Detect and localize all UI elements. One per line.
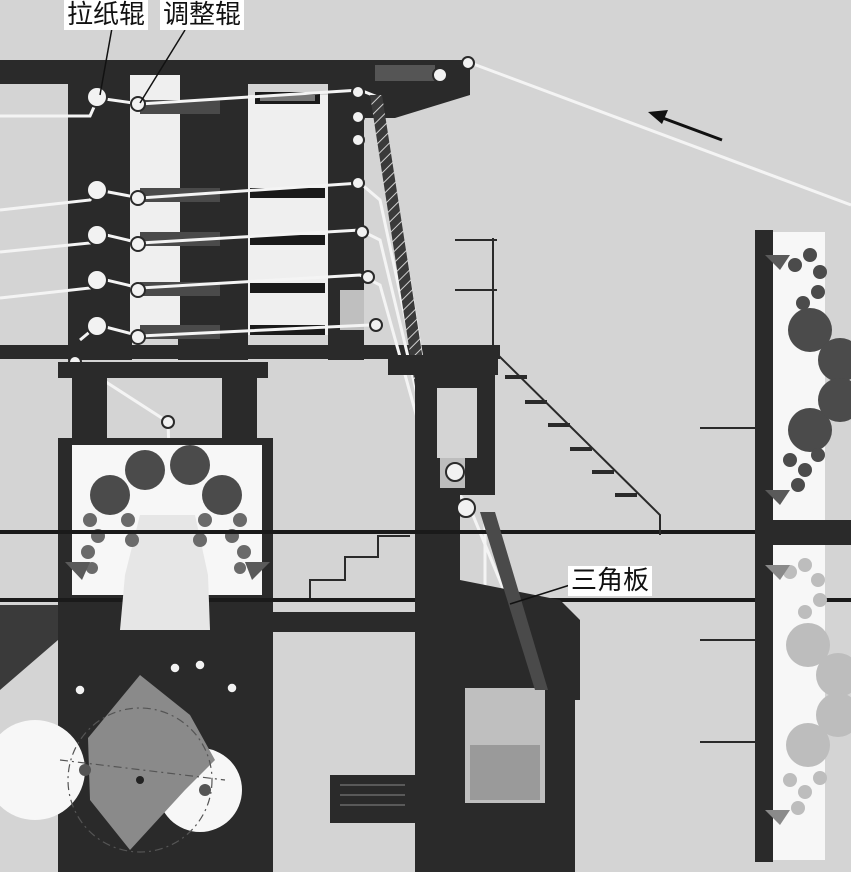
staircase-upper <box>497 354 661 535</box>
folder-rollers <box>445 462 476 518</box>
leader-lines <box>99 27 571 605</box>
label-triangle-board: 三角板 <box>568 566 653 596</box>
right-cylinders-dark <box>765 248 851 505</box>
triangle-board <box>480 512 548 690</box>
lower-left-frame <box>0 362 851 872</box>
label-pull-roller: 拉纸辊 <box>64 0 149 30</box>
post <box>455 238 497 355</box>
reel-guide-rollers <box>74 659 238 696</box>
folder-frame <box>0 355 851 872</box>
reel-stand <box>0 675 242 853</box>
right-cylinders-light <box>765 558 851 825</box>
top-frame <box>0 60 500 360</box>
direction-arrow-icon <box>648 110 723 142</box>
label-adjust-roller: 调整辊 <box>160 0 245 30</box>
staircase-lower <box>309 535 410 598</box>
